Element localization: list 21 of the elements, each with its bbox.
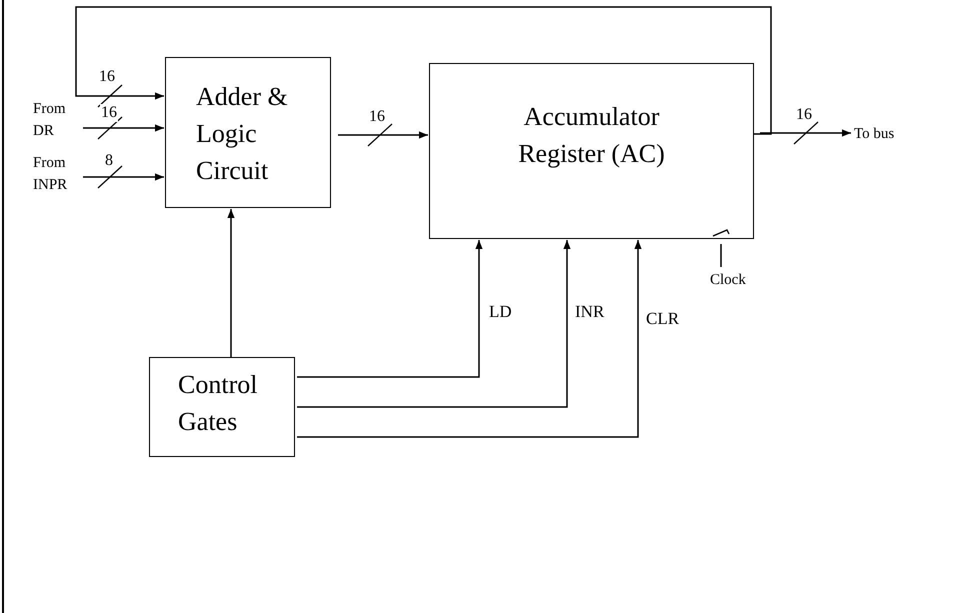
signal-arrow [297, 240, 571, 408]
signal-arrow [760, 129, 851, 137]
signal-arrow [297, 240, 483, 378]
signal-arrow [75, 6, 772, 135]
block-title: Control Gates [178, 369, 258, 438]
signal-arrow [338, 131, 428, 139]
signal-arrow [83, 124, 164, 132]
signal-arrow [83, 173, 164, 181]
block-title: Accumulator Register (AC) [517, 101, 666, 170]
input-source-label: From INPR [33, 154, 68, 195]
control-box [149, 357, 295, 457]
signal-arrow [227, 209, 235, 357]
output-destination-label: To bus [854, 125, 896, 144]
adder-logic-box [165, 57, 331, 208]
block-title: Adder & Logic Circuit [196, 81, 289, 187]
clock-line [720, 244, 722, 267]
signal-arrow [297, 240, 642, 438]
register-box [429, 63, 754, 239]
edge-label: 16 [100, 104, 118, 122]
input-source-label: From DR [33, 100, 67, 141]
clock-label: Clock [710, 271, 747, 290]
